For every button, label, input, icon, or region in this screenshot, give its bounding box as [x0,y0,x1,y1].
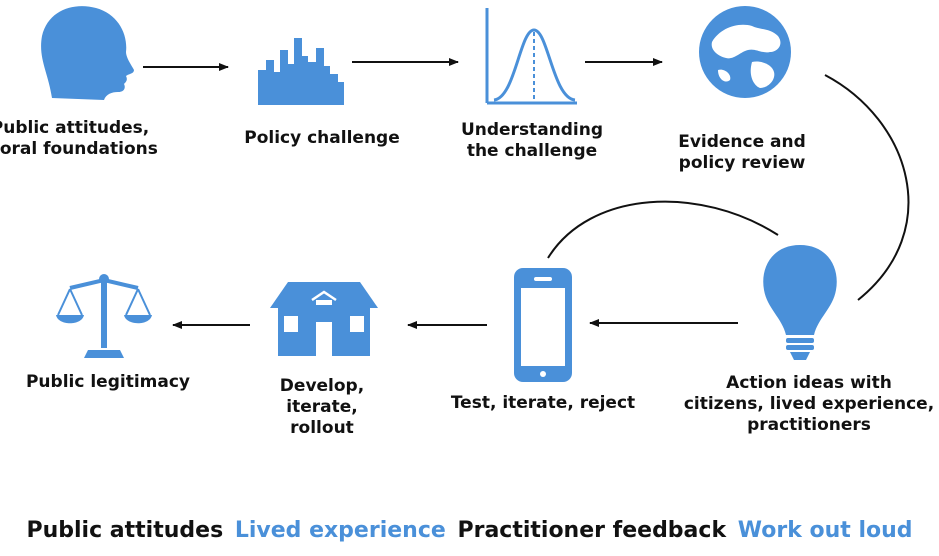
label-line: Develop, [279,376,365,396]
label-line: Policy challenge [244,128,400,148]
label-develop: Develop, iterate, rollout [242,376,402,439]
footer-practitioner-feedback: Practitioner feedback [457,518,727,543]
label-line: the challenge [466,141,598,161]
footer-lived-experience: Lived experience [234,518,446,543]
arc-evidence-to-action [824,74,910,301]
label-line: Public legitimacy [25,372,191,392]
arc-action-to-test-feedback [547,200,779,259]
label-test: Test, iterate, reject [443,393,643,414]
label-line: rollout [290,418,354,438]
label-line: Evidence and [678,132,806,152]
footer-public-attitudes: Public attitudes [26,518,224,543]
label-line: practitioners [747,415,871,435]
label-line: policy review [678,153,806,173]
label-understanding: Understanding the challenge [432,120,632,162]
house-icon [270,282,378,356]
globe-icon [699,6,791,98]
label-line: Action ideas with [726,373,892,393]
label-line: moral foundations [0,139,158,159]
smartphone-icon [514,268,572,382]
label-public-legitimacy: Public legitimacy [8,372,208,393]
label-line: iterate, [286,397,358,417]
label-public-attitudes: Public attitudes, moral foundations [0,118,170,160]
label-policy-challenge: Policy challenge [222,128,422,149]
lightbulb-icon [763,245,837,360]
label-line: citizens, lived experience, [683,394,935,414]
footer-tagline: Public attitudes Lived experience Practi… [0,518,939,543]
footer-work-out-loud: Work out loud [737,518,913,543]
bell-curve-icon [485,8,577,105]
label-line: Public attitudes, [0,118,150,138]
head-icon [41,6,134,100]
city-skyline-icon [258,38,344,105]
label-evidence: Evidence and policy review [642,132,842,174]
label-action-ideas: Action ideas with citizens, lived experi… [674,373,939,436]
label-line: Understanding [460,120,604,140]
label-line: Test, iterate, reject [450,393,636,413]
scales-icon [56,274,152,358]
